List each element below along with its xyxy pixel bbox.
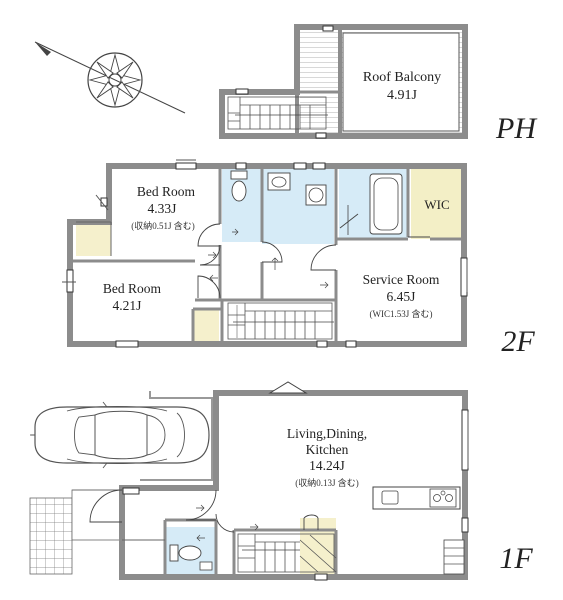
- sink-icon: [267, 172, 327, 206]
- floor-label-1f: 1F: [499, 542, 533, 575]
- stove-icon: [429, 488, 457, 508]
- 2f-doors: [197, 223, 430, 299]
- ph-stairs: [227, 96, 328, 130]
- service-room-note: (WIC1.53J 含む): [370, 308, 433, 319]
- ldk-note: (収納0.13J 含む): [295, 477, 359, 488]
- compass-rose-icon: [34, 41, 186, 114]
- toilet-icon: [169, 544, 213, 571]
- ldk-name-line1: Living,Dining,: [287, 426, 367, 441]
- service-room-size: 6.45J: [387, 289, 416, 304]
- bedroom1-size: 4.33J: [148, 201, 177, 216]
- bedroom2-name: Bed Room: [103, 281, 162, 296]
- toilet-icon: [230, 170, 248, 202]
- floor-1f: Living,Dining, Kitchen 14.24J (収納0.13J 含…: [29, 381, 533, 581]
- ldk-name-line2: Kitchen: [306, 442, 349, 457]
- car-icon: [30, 401, 210, 469]
- floor-label-2f: 2F: [501, 325, 535, 358]
- floor-label-ph: PH: [495, 112, 538, 145]
- bedroom-storage: [76, 222, 111, 256]
- 1f-doors: [89, 489, 319, 533]
- 2f-windows: [66, 162, 468, 348]
- wic-area: [411, 167, 464, 239]
- 1f-stairs: [237, 533, 337, 573]
- roof-balcony-name: Roof Balcony: [363, 70, 441, 85]
- floor-2f: Bed Room 4.33J (収納0.51J 含む) Bed Room 4.2…: [62, 159, 535, 358]
- bedroom1-name: Bed Room: [137, 184, 196, 199]
- wic-label: WIC: [424, 197, 449, 212]
- kitchen-counter: [372, 486, 461, 510]
- bedroom2-size: 4.21J: [113, 298, 142, 313]
- 1f-windows: [122, 381, 469, 581]
- roof-balcony-size: 4.91J: [387, 88, 418, 103]
- ldk-size: 14.24J: [309, 458, 345, 473]
- bedroom1-note: (収納0.51J 含む): [131, 220, 195, 231]
- bathtub-icon: [339, 173, 403, 235]
- floor-ph: Roof Balcony 4.91J PH: [219, 24, 538, 145]
- 2f-stairs: [227, 302, 334, 340]
- entrance-approach: [29, 497, 73, 575]
- service-room-name: Service Room: [363, 272, 440, 287]
